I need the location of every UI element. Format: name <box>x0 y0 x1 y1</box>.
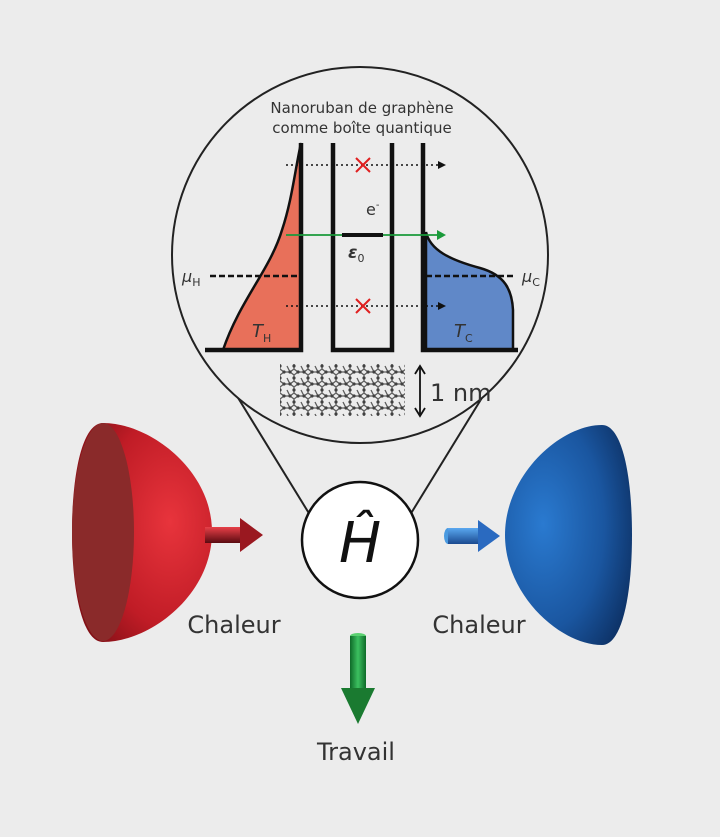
energy-label: ε0 <box>348 243 364 265</box>
blocked-cross-bottom-icon <box>355 298 371 314</box>
right-lead <box>420 143 518 353</box>
scale-label: 1 nm <box>430 379 492 407</box>
heat-label-right: Chaleur <box>432 611 525 639</box>
left-lead <box>205 143 304 353</box>
hot-fermi-distribution <box>221 142 303 352</box>
title-line-1: Nanoruban de graphène <box>270 99 453 117</box>
hamiltonian-symbol: Ĥ <box>339 511 381 576</box>
transmitted-path-arrowhead-icon <box>437 230 446 240</box>
mu-c-label: μC <box>521 267 540 289</box>
heat-label-left: Chaleur <box>187 611 280 639</box>
heat-arrow-right-icon <box>444 520 500 552</box>
t-c-label: TC <box>454 321 473 345</box>
work-arrow-icon <box>341 633 375 724</box>
blocked-path-top-arrowhead-icon <box>438 161 446 169</box>
cold-reservoir-hemisphere <box>505 425 632 645</box>
electron-label: e- <box>366 200 380 219</box>
graphene-nanoribbon-image <box>280 364 405 416</box>
t-h-label: TH <box>252 321 271 345</box>
work-label: Travail <box>316 738 395 766</box>
scale-arrow-icon <box>414 364 426 418</box>
cold-fermi-distribution <box>424 231 515 352</box>
blocked-cross-top-icon <box>355 157 371 173</box>
blocked-path-bottom-arrowhead-icon <box>438 302 446 310</box>
heat-arrow-left-icon <box>205 518 263 552</box>
mu-h-label: μH <box>181 267 200 289</box>
hamiltonian-circle <box>300 480 420 600</box>
quantum-dot-well <box>330 143 395 353</box>
title-line-2: comme boîte quantique <box>272 119 451 137</box>
hot-reservoir-face <box>72 423 134 641</box>
